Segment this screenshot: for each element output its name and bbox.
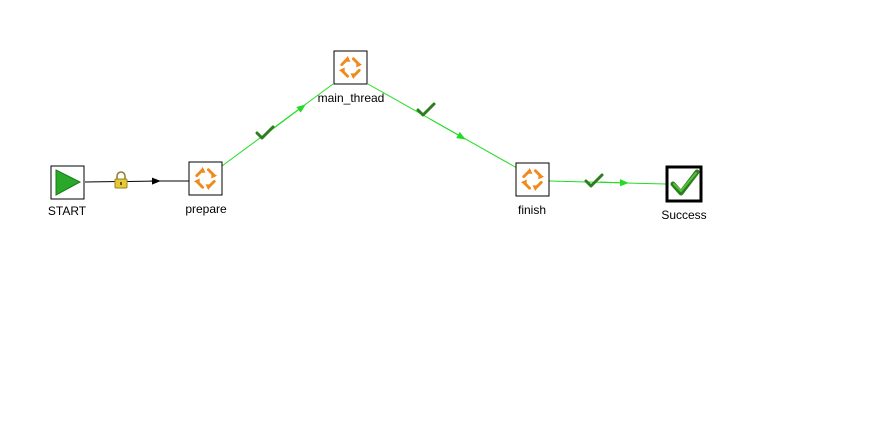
node-label-prepare: prepare bbox=[185, 202, 227, 216]
node-finish[interactable] bbox=[515, 162, 550, 197]
node-label-main-thread: main_thread bbox=[317, 91, 385, 105]
node-success[interactable] bbox=[665, 165, 703, 203]
lock-icon bbox=[114, 171, 128, 189]
node-main-thread[interactable] bbox=[333, 50, 368, 85]
check-icon bbox=[416, 102, 436, 117]
hop-markers-layer bbox=[114, 102, 604, 189]
check-icon bbox=[255, 125, 275, 140]
node-start[interactable] bbox=[50, 165, 85, 200]
node-label-success: Success bbox=[661, 208, 707, 222]
start-play-icon bbox=[55, 169, 82, 196]
node-prepare[interactable] bbox=[188, 161, 223, 196]
hop-prepare-main-thread-arrow bbox=[269, 104, 306, 132]
nodes-layer bbox=[50, 50, 703, 203]
hop-main-thread-finish-arrow bbox=[429, 118, 466, 140]
node-label-finish: finish bbox=[517, 203, 547, 217]
success-check-highlight bbox=[673, 172, 697, 192]
node-label-start: START bbox=[47, 204, 87, 218]
hop-finish-success-arrow bbox=[599, 179, 629, 187]
check-icon bbox=[584, 173, 604, 188]
hops-layer bbox=[84, 83, 667, 187]
